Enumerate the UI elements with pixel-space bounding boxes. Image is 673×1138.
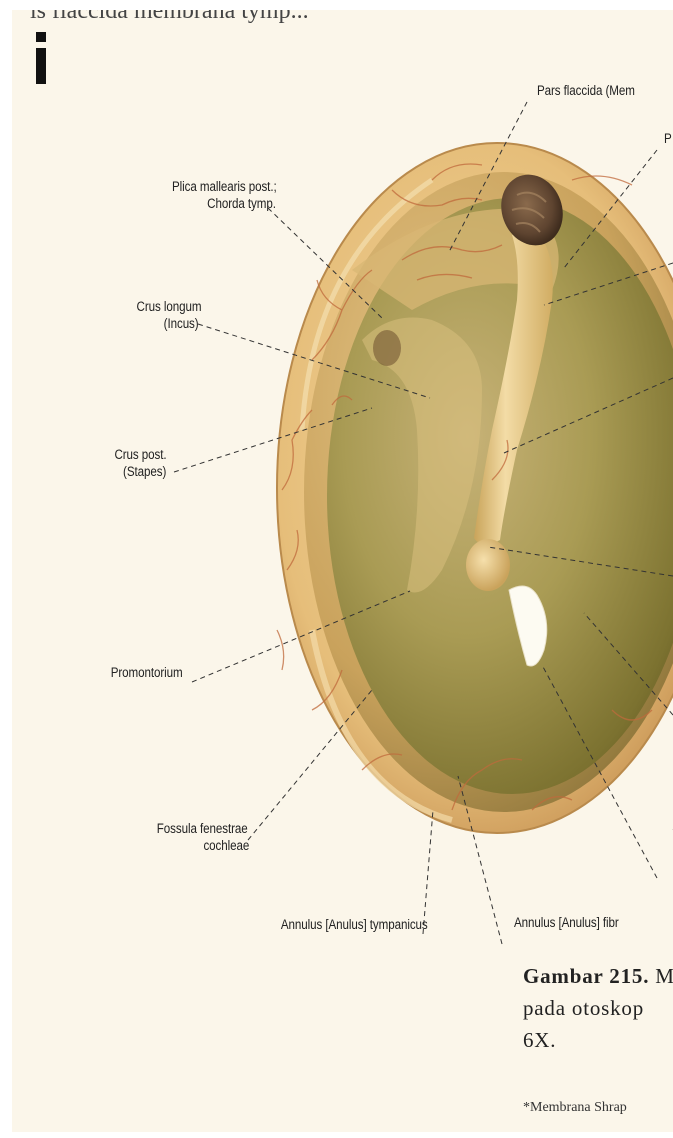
figure-caption: Gambar 215. M pada otoskop 6X.: [523, 960, 673, 1056]
label-stapes: (Stapes): [123, 463, 166, 480]
caption-line2: pada otoskop: [523, 992, 673, 1024]
label-crus-post: Crus post.: [115, 446, 167, 463]
caption-footnote: *Membrana Shrap: [523, 1100, 627, 1116]
label-promontorium: Promontorium: [111, 664, 183, 681]
label-p: P: [664, 130, 672, 147]
caption-line3: 6X.: [523, 1024, 673, 1056]
label-fossula-fenestrae: Fossula fenestrae: [157, 820, 248, 837]
label-pars-flaccida: Pars flaccida (Mem: [537, 82, 635, 99]
leader-fossula: [248, 690, 372, 840]
label-chorda-tymp: Chorda tymp.: [207, 195, 276, 212]
label-incus: (Incus): [164, 315, 199, 332]
textbook-page: is flaccida membrana tymp...: [12, 10, 673, 1132]
caption-figure-number: Gambar 215.: [523, 964, 649, 988]
label-plica-mallearis: Plica mallearis post.;: [172, 178, 277, 195]
caption-line1-rest: M: [649, 964, 673, 988]
label-crus-longum: Crus longum: [136, 298, 201, 315]
umbo: [466, 539, 510, 591]
label-cochleae: cochleae: [203, 837, 249, 854]
label-annulus-fibrocartilagineus: Annulus [Anulus] fibr: [514, 914, 619, 931]
label-annulus-tympanicus: Annulus [Anulus] tympanicus: [281, 916, 428, 933]
